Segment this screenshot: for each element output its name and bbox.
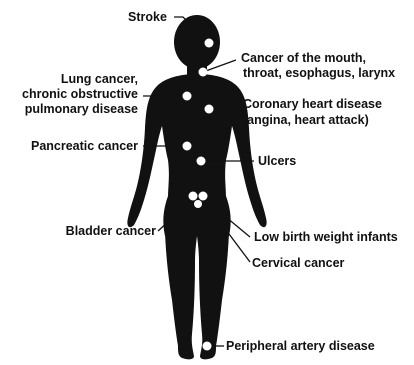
label-lung-line1: Lung cancer, [61, 72, 138, 86]
label-mouth-line1: Cancer of the mouth, [241, 51, 366, 65]
label-lung-line3: pulmonary disease [25, 102, 138, 116]
stroke-marker [205, 39, 214, 48]
lbw-marker [199, 192, 208, 201]
pad-marker [203, 342, 212, 351]
lung-marker [183, 92, 192, 101]
label-heart-line2: (angina, heart attack) [243, 113, 369, 127]
label-heart-line1: Coronary heart disease [243, 97, 382, 111]
mouth-marker [199, 68, 208, 77]
label-stroke: Stroke [128, 10, 167, 24]
bladder-marker [189, 192, 198, 201]
cervical-marker [194, 200, 202, 208]
right-leg [197, 232, 229, 359]
label-bladder: Bladder cancer [66, 224, 156, 238]
label-pancreatic: Pancreatic cancer [31, 139, 138, 153]
label-lung-line2: chronic obstructive [22, 87, 138, 101]
ulcers-marker [197, 157, 206, 166]
label-pad: Peripheral artery disease [226, 339, 375, 353]
label-lbw: Low birth weight infants [254, 230, 398, 244]
left-leg [165, 232, 197, 359]
label-ulcers: Ulcers [258, 154, 296, 168]
heart-marker [205, 105, 214, 114]
pancreatic-marker [183, 142, 192, 151]
label-mouth-line2: throat, esophagus, larynx [243, 66, 395, 80]
label-cervical: Cervical cancer [252, 256, 345, 270]
